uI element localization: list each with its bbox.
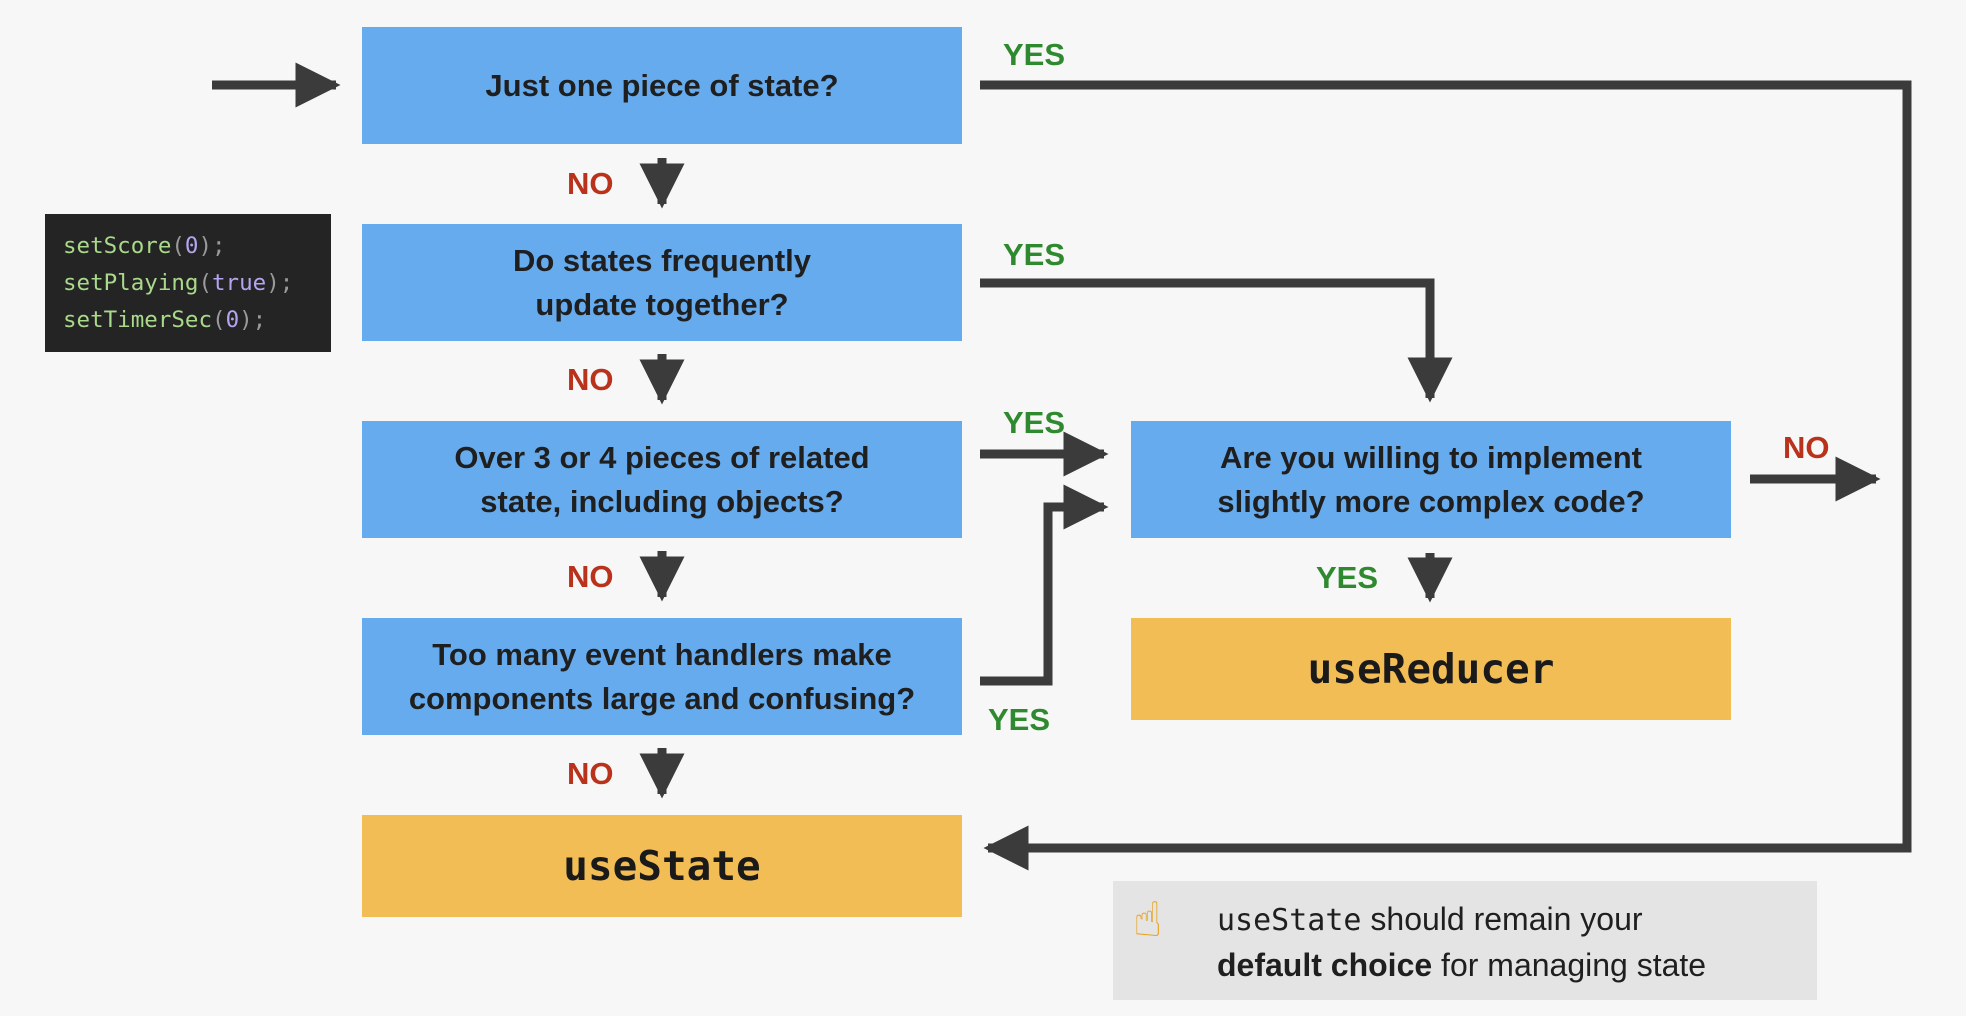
question-complex-code-line1: Are you willing to implement <box>1220 439 1642 475</box>
label-q5-no: NO <box>1783 430 1830 465</box>
code-line: setScore(0); <box>63 233 226 259</box>
arrow-q1-yes <box>980 80 1912 871</box>
result-use-reducer: useReducer <box>1131 618 1731 720</box>
label-q1-yes: YES <box>1003 37 1066 72</box>
question-just-one-piece: Just one piece of state? <box>362 27 962 144</box>
label-q2-no: NO <box>567 362 614 397</box>
question-event-handlers-line1: Too many event handlers make <box>432 636 892 672</box>
note-text2: for managing state <box>1432 947 1707 983</box>
label-q1-no: NO <box>567 166 614 201</box>
label-q3-no: NO <box>567 559 614 594</box>
arrow-q2-yes <box>980 278 1453 403</box>
result-use-state-text: useState <box>563 842 761 890</box>
question-update-together-line2: update together? <box>535 286 789 322</box>
note-text1: should remain your <box>1361 901 1643 937</box>
question-related-pieces: Over 3 or 4 pieces of related state, inc… <box>362 421 962 538</box>
question-complex-code-line2: slightly more complex code? <box>1217 483 1645 519</box>
question-update-together-line1: Do states frequently <box>512 242 811 278</box>
question-event-handlers-line2: components large and confusing? <box>408 680 916 716</box>
arrow-q4-yes <box>980 484 1109 686</box>
label-q3-yes: YES <box>1003 405 1066 440</box>
note-bold: default choice <box>1217 947 1433 983</box>
note-text: useState should remain your default choi… <box>1217 897 1807 987</box>
label-q4-no: NO <box>567 756 614 791</box>
question-complex-code: Are you willing to implement slightly mo… <box>1131 421 1731 538</box>
label-q4-yes: YES <box>988 702 1051 737</box>
result-use-state: useState <box>362 815 962 917</box>
label-q5-yes: YES <box>1316 560 1379 595</box>
code-snippet: setScore(0); setPlaying(true); setTimerS… <box>45 214 331 352</box>
result-use-reducer-text: useReducer <box>1307 645 1555 693</box>
pointing-up-hand-icon: ☝ <box>1133 894 1163 947</box>
question-related-pieces-line2: state, including objects? <box>480 483 844 519</box>
question-update-together: Do states frequently update together? <box>362 224 962 341</box>
note-mono: useState <box>1217 903 1362 938</box>
question-related-pieces-line1: Over 3 or 4 pieces of related <box>454 439 870 475</box>
default-choice-note: ☝ useState should remain your default ch… <box>1113 881 1817 1000</box>
question-event-handlers: Too many event handlers make components … <box>362 618 962 735</box>
question-just-one-piece-text: Just one piece of state? <box>485 67 839 103</box>
label-q2-yes: YES <box>1003 237 1066 272</box>
code-line: setPlaying(true); <box>63 270 294 296</box>
code-line: setTimerSec(0); <box>63 307 267 333</box>
